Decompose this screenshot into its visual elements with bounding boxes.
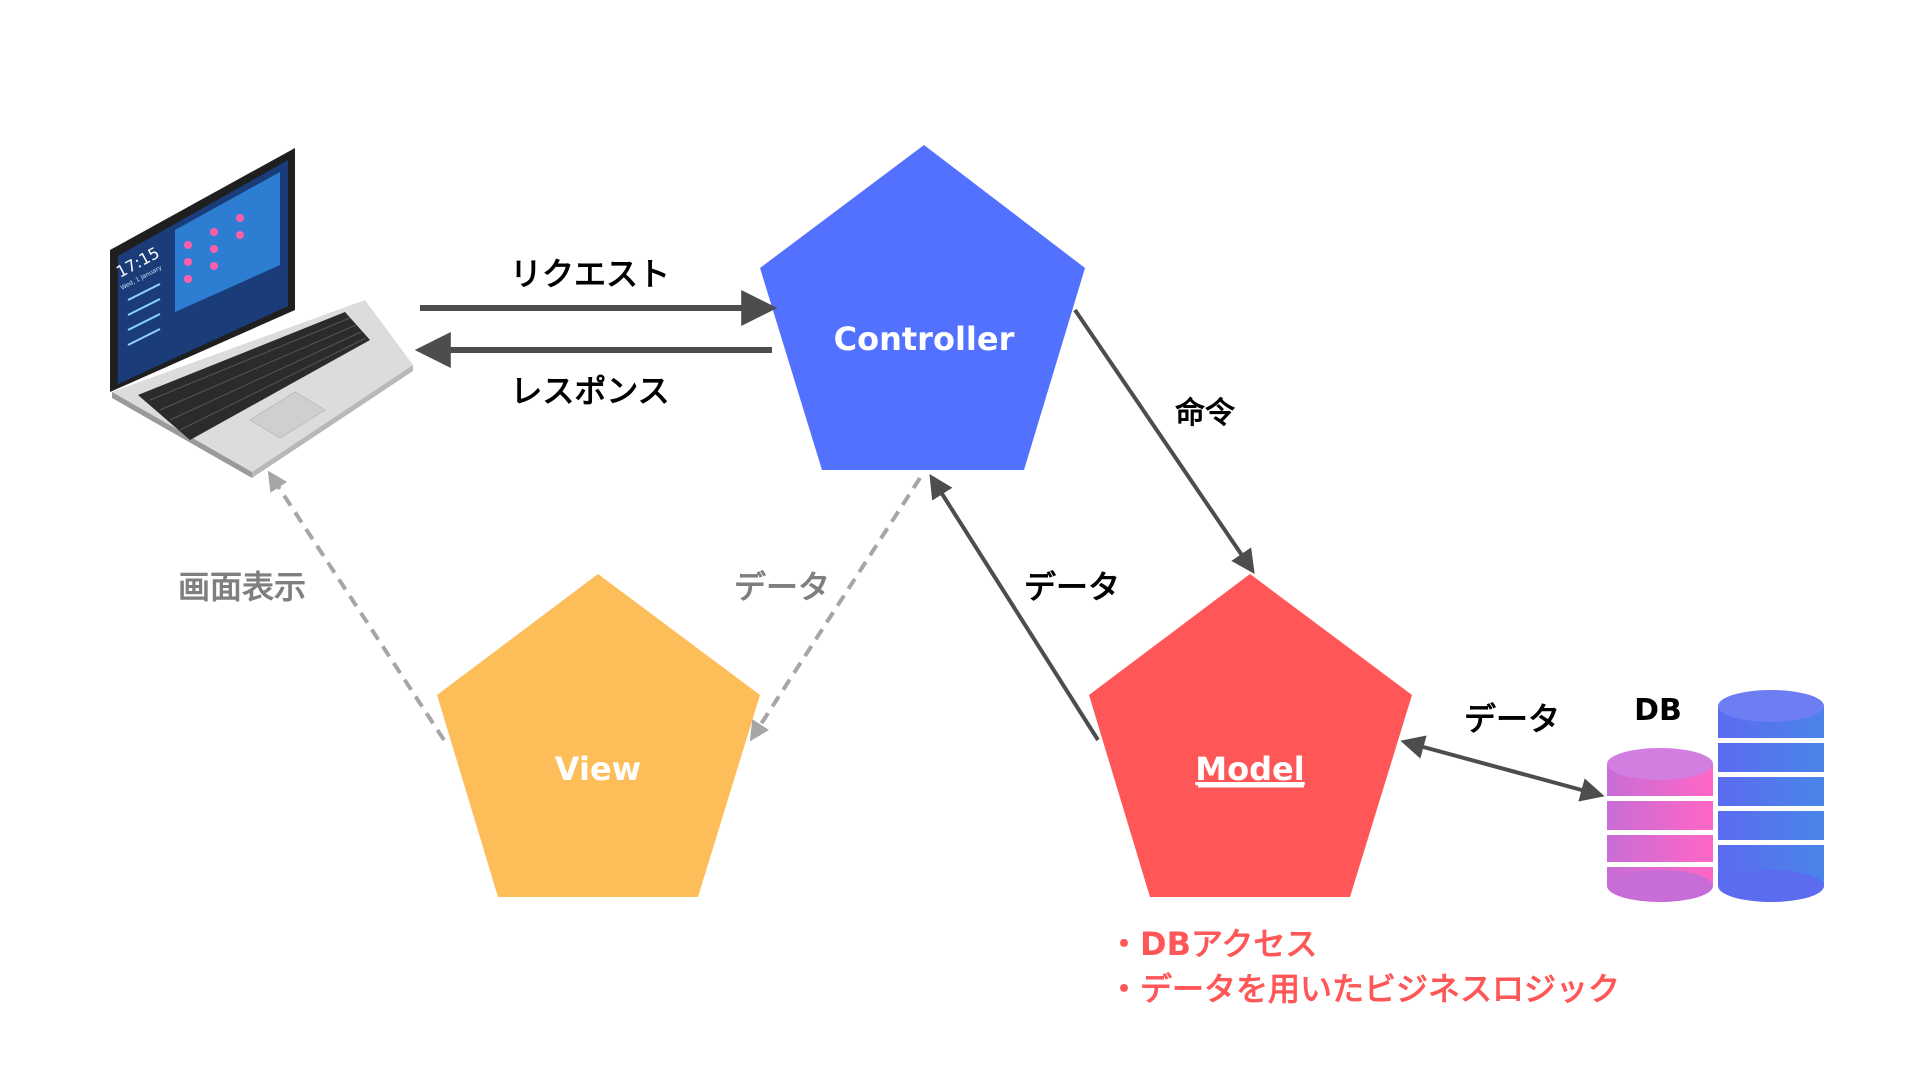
model-note-2: ・データを用いたビジネスロジック [1108,970,1620,1008]
database-icon [1607,690,1824,902]
data-db-label: データ [1464,700,1560,738]
data-db-arrow [1400,735,1605,802]
model-label: Model [1195,750,1304,788]
request-label: リクエスト [510,255,670,293]
data-view-label: データ [734,568,830,606]
data-model-label: データ [1024,568,1120,606]
model-note-1: ・DBアクセス [1108,925,1317,963]
controller-node [760,145,1085,470]
command-label: 命令 [1175,396,1236,431]
command-arrow [1073,308,1255,574]
data-controller-to-view-arrow [749,476,922,742]
controller-label: Controller [834,320,1015,358]
display-arrow [267,470,446,742]
model-node [1089,574,1412,897]
db-label: DB [1634,693,1682,728]
laptop-illustration: 17:15 Wed, 1 January [110,148,413,478]
data-model-to-controller-arrow [929,473,1100,742]
display-label: 画面表示 [178,568,306,606]
response-label: レスポンス [510,372,669,410]
view-node [437,574,760,897]
view-label: View [555,750,641,788]
